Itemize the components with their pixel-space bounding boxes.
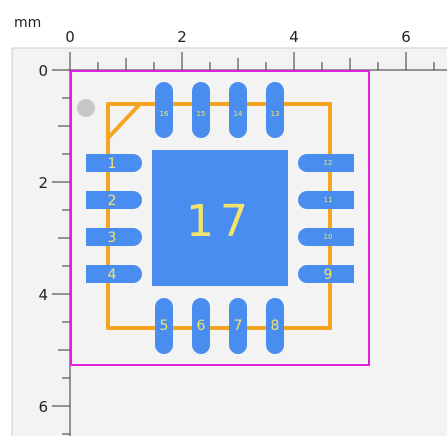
pad-label: 13 [271,110,280,118]
pad-16[interactable] [155,82,173,138]
pad-label: 11 [324,196,333,204]
top-ruler-bg [12,0,447,48]
ruler-y-label: 0 [38,62,48,80]
thermal-pad-label: 17 [186,196,254,247]
ruler-y-label: 2 [38,174,48,192]
unit-label: mm [14,15,41,31]
pad-8[interactable] [266,298,284,354]
ruler-x-label: 4 [289,28,299,46]
pad-2[interactable] [86,191,142,209]
pin1-marker [77,99,95,117]
pad-label: 10 [324,233,333,241]
pad-label: 16 [160,110,169,118]
silkscreen-outline [106,102,332,330]
pad-label: 12 [324,159,333,167]
pad-label: 6 [197,318,206,334]
top-ruler: 0 2 4 6 [58,28,447,71]
pad-label: 2 [108,193,117,209]
left-ruler-bg [0,48,12,436]
pad-label: 3 [108,230,117,246]
pad-label: 5 [160,318,169,334]
pad-label: 14 [234,110,243,118]
ruler-x-label: 2 [177,28,187,46]
pad-label: 9 [324,267,333,283]
pad-label: 15 [197,110,206,118]
pad-14[interactable] [229,82,247,138]
pad-12[interactable] [298,154,354,172]
pad-13[interactable] [266,82,284,138]
pad-7[interactable] [229,298,247,354]
pad-1[interactable] [86,154,142,172]
pad-4[interactable] [86,265,142,283]
pad-label: 1 [108,156,117,172]
pad-10[interactable] [298,228,354,246]
pad-15[interactable] [192,82,210,138]
pad-9[interactable] [298,265,354,283]
pad-5[interactable] [155,298,173,354]
courtyard-outline [70,70,370,366]
pad-label: 8 [271,318,280,334]
ruler-y-label: 6 [38,398,48,416]
ruler-x-label: 6 [401,28,411,46]
pad-label: 4 [108,267,117,283]
thermal-pad[interactable] [152,150,288,286]
ruler-y-label: 4 [38,286,48,304]
pad-11[interactable] [298,191,354,209]
pad-3[interactable] [86,228,142,246]
pad-6[interactable] [192,298,210,354]
ruler-x-label: 0 [65,28,75,46]
pad-label: 7 [234,318,243,334]
